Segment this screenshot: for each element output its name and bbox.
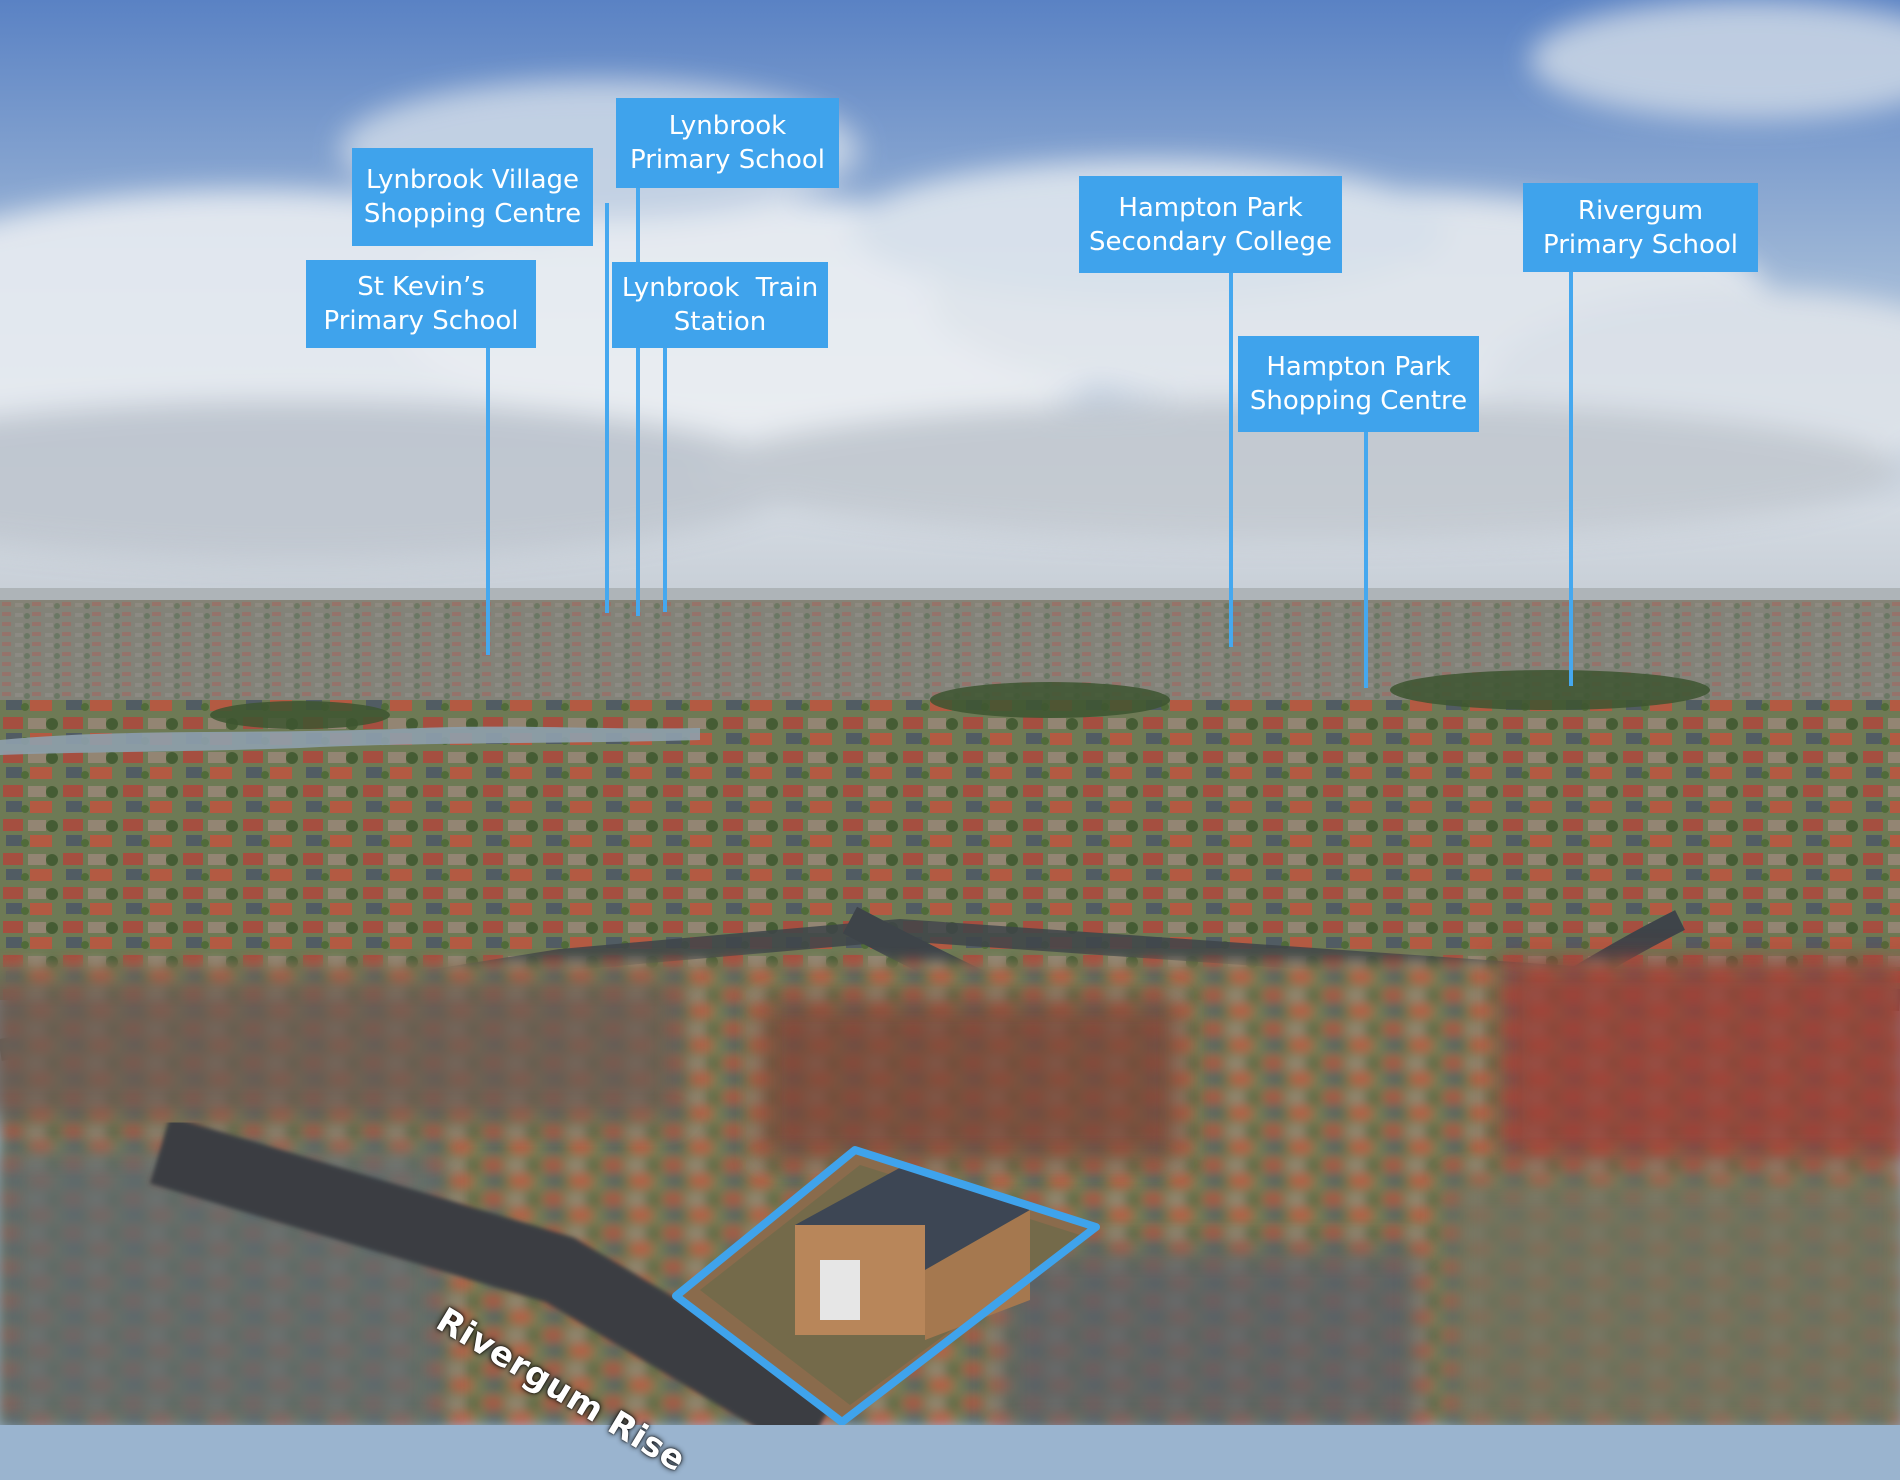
label-hampton-park-secondary-college: Hampton Park Secondary College [1079, 176, 1342, 273]
label-lynbrook-primary-school: Lynbrook Primary School [616, 98, 839, 188]
label-rivergum-primary-school: Rivergum Primary School [1523, 183, 1758, 272]
leader-lynbrook-village [605, 203, 609, 613]
leader-st-kevins [486, 347, 490, 655]
leader-hampton-shopping [1364, 430, 1368, 688]
leader-lynbrook-train [663, 347, 667, 612]
label-st-kevins-primary-school: St Kevin’s Primary School [306, 260, 536, 348]
leader-hampton-secondary [1229, 272, 1233, 647]
label-lynbrook-village-shopping-centre: Lynbrook Village Shopping Centre [352, 148, 593, 246]
label-hampton-park-shopping-centre: Hampton Park Shopping Centre [1238, 336, 1479, 432]
leader-rivergum-primary [1569, 272, 1573, 686]
label-lynbrook-train-station: Lynbrook Train Station [612, 262, 828, 348]
leader-lynbrook-primary [636, 186, 640, 616]
